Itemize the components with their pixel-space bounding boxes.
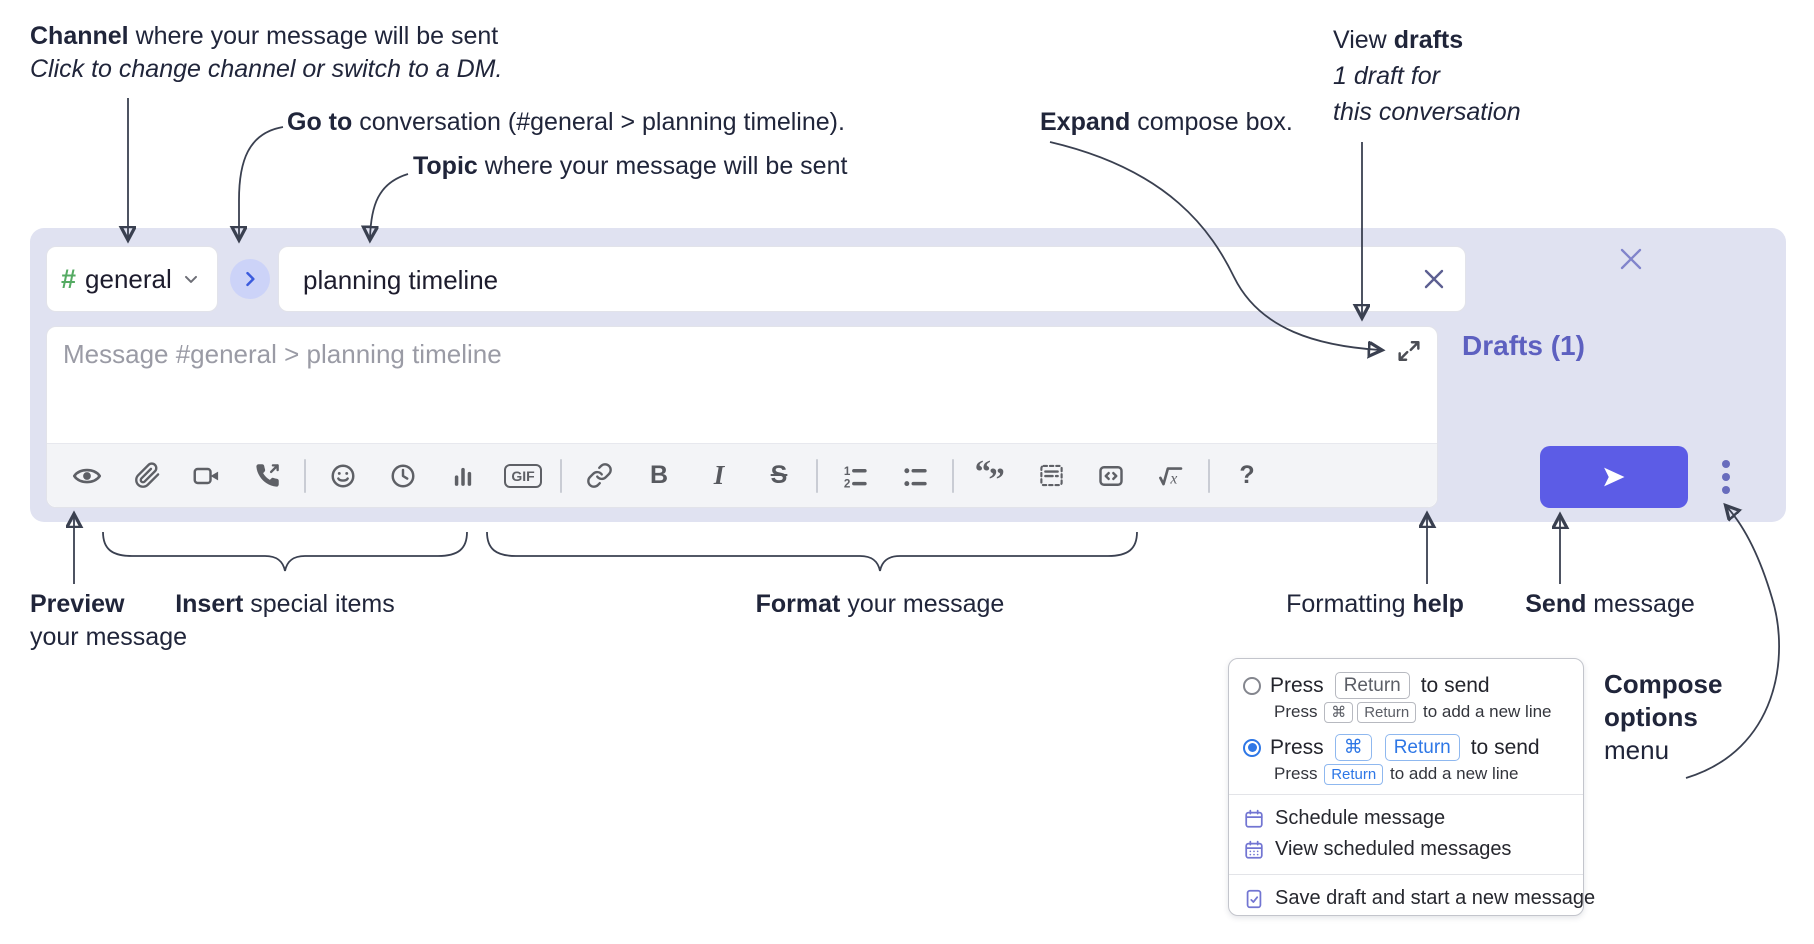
calendar-grid-icon: [1245, 840, 1263, 859]
channel-annotation-line1: Channel where your message will be sent: [30, 22, 499, 50]
svg-text:“: “: [975, 454, 991, 490]
save-draft-icon: [1246, 889, 1262, 908]
italic-icon[interactable]: I: [713, 460, 725, 490]
video-camera-icon[interactable]: [185, 454, 229, 498]
send-icon: [1604, 467, 1625, 487]
return-keycap: Return: [1384, 734, 1460, 761]
view-drafts-line3: this conversation: [1333, 98, 1521, 126]
formula-icon[interactable]: x: [1149, 454, 1193, 498]
return-keycap: Return: [1324, 764, 1384, 785]
svg-text:x: x: [1169, 470, 1177, 487]
help-icon[interactable]: ?: [1239, 461, 1255, 489]
format-brace: [486, 531, 1138, 572]
option-cmd-return-subtext: Press Return to add a new line: [1274, 764, 1519, 785]
clear-topic-icon[interactable]: [1419, 264, 1449, 294]
channel-name: general: [85, 263, 172, 294]
schedule-message-item[interactable]: Schedule message: [1243, 803, 1569, 834]
clock-icon[interactable]: [381, 454, 425, 498]
menu-divider: [1229, 874, 1583, 875]
format-annotation: Format your message: [755, 590, 1005, 618]
message-input-box: GIF B I S 12 “” x ?: [46, 326, 1438, 508]
bar-chart-icon[interactable]: [441, 454, 485, 498]
compose-box: # general GIF: [30, 228, 1786, 522]
toolbar-divider: [304, 458, 306, 493]
expand-icon[interactable]: [1395, 337, 1423, 365]
bulleted-list-icon[interactable]: [893, 454, 937, 498]
formatting-help-annotation: Formatting help: [1286, 590, 1464, 618]
expand-annotation: Expand compose box.: [1040, 108, 1293, 136]
strikethrough-icon[interactable]: S: [770, 461, 788, 489]
bold-icon[interactable]: B: [649, 461, 669, 489]
return-keycap: Return: [1334, 672, 1410, 699]
compose-options-button[interactable]: [1706, 449, 1746, 505]
link-icon[interactable]: [577, 454, 621, 498]
kebab-dot: [1722, 486, 1730, 494]
toolbar-divider: [952, 458, 954, 493]
kebab-dot: [1722, 473, 1730, 481]
toolbar-divider: [816, 458, 818, 493]
send-button[interactable]: [1540, 446, 1688, 508]
insert-brace: [102, 531, 468, 572]
insert-annotation: Insert special items: [175, 590, 395, 618]
code-icon[interactable]: [1089, 454, 1133, 498]
send-annotation: Send message: [1525, 590, 1695, 618]
menu-divider: [1229, 794, 1583, 795]
compose-options-annotation: Compose options menu: [1604, 669, 1723, 765]
gif-icon[interactable]: GIF: [501, 454, 545, 498]
paperclip-icon[interactable]: [125, 454, 169, 498]
radio-unselected-icon[interactable]: [1243, 676, 1261, 695]
calendar-icon: [1245, 809, 1263, 828]
view-drafts-line2: 1 draft for: [1333, 62, 1440, 90]
option-return-subtext: Press ⌘Return to add a new line: [1274, 702, 1552, 723]
goto-annotation: Go to conversation (#general > planning …: [287, 108, 845, 136]
radio-selected-icon[interactable]: [1243, 738, 1261, 757]
gif-label: GIF: [504, 463, 542, 488]
toolbar-divider: [1208, 458, 1210, 493]
phone-call-icon[interactable]: [245, 454, 289, 498]
channel-annotation: Channel where your message will be sent …: [30, 20, 502, 86]
toolbar-divider: [560, 458, 562, 493]
svg-text:2: 2: [844, 477, 851, 489]
close-icon[interactable]: [1614, 242, 1648, 276]
message-input[interactable]: [61, 337, 1345, 437]
topic-input-box: [278, 246, 1466, 313]
chevron-down-icon: [184, 275, 197, 283]
topic-annotation: Topic where your message will be sent: [413, 152, 848, 180]
drafts-link[interactable]: Drafts (1): [1462, 330, 1585, 361]
topic-input[interactable]: [301, 247, 1405, 313]
blockquote-icon[interactable]: “”: [969, 454, 1013, 498]
eye-icon[interactable]: [65, 454, 109, 498]
emoji-icon[interactable]: [321, 454, 365, 498]
code-block-icon[interactable]: [1029, 454, 1073, 498]
view-drafts-line1: View drafts: [1333, 26, 1464, 54]
channel-hash-icon: #: [61, 263, 77, 294]
cmd-keycap: ⌘: [1324, 702, 1354, 723]
preview-annotation: Preview your message: [30, 590, 188, 651]
view-scheduled-messages-item[interactable]: View scheduled messages: [1243, 834, 1569, 865]
return-keycap: Return: [1357, 702, 1417, 723]
save-draft-item[interactable]: Save draft and start a new message: [1243, 883, 1595, 914]
chevron-right-icon: [246, 271, 255, 287]
kebab-dot: [1722, 460, 1730, 468]
channel-selector[interactable]: # general: [46, 246, 218, 312]
channel-annotation-line2: Click to change channel or switch to a D…: [30, 55, 503, 83]
svg-text:”: ”: [989, 461, 1005, 497]
view-drafts-annotation: View drafts 1 draft for this conversatio…: [1333, 22, 1521, 130]
svg-text:1: 1: [844, 464, 851, 477]
goto-arrow: [239, 126, 284, 238]
goto-conversation-button[interactable]: [230, 259, 270, 299]
cmd-keycap: ⌘: [1334, 734, 1372, 761]
